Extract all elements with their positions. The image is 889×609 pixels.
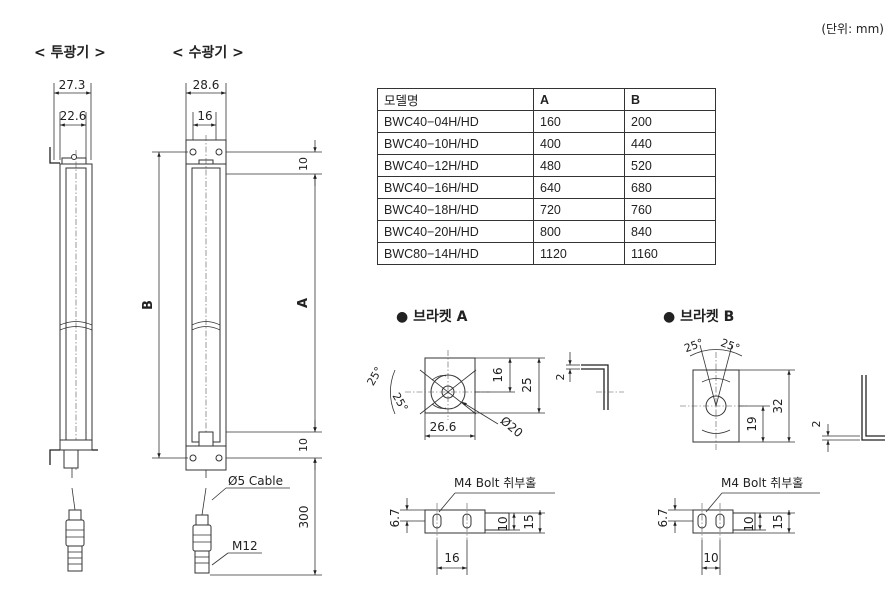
cell-a: 400 [533, 132, 625, 155]
cell-a: 160 [533, 110, 625, 133]
bracket-a-title: ● 브라켓 A [396, 308, 468, 325]
bracket-b-dim-thk: 2 [810, 421, 823, 428]
bracket-a-dim-10: 10 [496, 516, 510, 531]
bracket-a-dim-width: 26.6 [430, 420, 457, 434]
bracket-b-dim-10: 10 [742, 516, 756, 531]
cell-model: BWC40−12H/HD [377, 154, 534, 177]
cell-b: 520 [624, 154, 716, 177]
cell-a: 640 [533, 176, 625, 199]
bracket-a-dim-25: 25 [520, 377, 534, 392]
cell-a: 720 [533, 198, 625, 221]
header-model: 모델명 [377, 88, 534, 111]
bracket-b-dim-67: 6.7 [656, 508, 670, 527]
bracket-b-dim-15: 15 [771, 514, 785, 529]
emitter-dim-inner: 22.6 [60, 109, 87, 123]
receiver-connector-label: M12 [232, 539, 258, 553]
bracket-b-title: ● 브라켓 B [663, 308, 734, 325]
cell-model: BWC40−10H/HD [377, 132, 534, 155]
receiver-dim-width: 28.6 [193, 78, 220, 92]
bracket-b-angle-1: 25° [682, 336, 705, 355]
unit-note: (단위: mm) [821, 22, 884, 36]
table-header-row: 모델명 A B [377, 88, 716, 111]
header-a: A [533, 88, 625, 111]
bracket-a-dim-16b: 16 [444, 551, 459, 565]
cell-model: BWC40−20H/HD [377, 220, 534, 243]
cell-b: 760 [624, 198, 716, 221]
bracket-a-dim-67: 6.7 [388, 508, 402, 527]
cell-model: BWC40−18H/HD [377, 198, 534, 221]
bracket-a-dim-16: 16 [491, 367, 505, 382]
bracket-a-view: ● 브라켓 A 25° 25° 16 25 26.6 Ø20 [364, 308, 624, 575]
cell-model: BWC40−04H/HD [377, 110, 534, 133]
receiver-label-b: B [141, 300, 156, 310]
receiver-dim-bottom: 10 [297, 438, 310, 452]
bracket-a-angle-2: 25° [390, 391, 411, 414]
receiver-dim-inner: 16 [197, 109, 212, 123]
receiver-cable-length: 300 [297, 506, 311, 529]
cell-a: 800 [533, 220, 625, 243]
bracket-b-bolt-label: M4 Bolt 취부홀 [721, 476, 803, 490]
cell-a: 480 [533, 154, 625, 177]
receiver-view: < 수광기 > 28.6 16 [141, 44, 322, 576]
receiver-cable-label: Ø5 Cable [228, 474, 283, 488]
bracket-b-dim-19: 19 [745, 416, 759, 431]
header-b: B [624, 88, 716, 111]
bracket-b-view: ● 브라켓 B 25° 25° 19 32 2 [656, 308, 885, 575]
bracket-b-dim-32: 32 [771, 398, 785, 413]
receiver-dim-top: 10 [297, 157, 310, 171]
bracket-b-angle-2: 25° [719, 336, 742, 355]
receiver-title: < 수광기 > [172, 44, 244, 61]
emitter-view: < 투광기 > 27.3 22.6 [34, 44, 106, 572]
bracket-a-dim-15: 15 [522, 514, 536, 529]
cell-b: 440 [624, 132, 716, 155]
cell-b: 200 [624, 110, 716, 133]
cell-a: 1120 [533, 242, 625, 265]
bracket-a-angle-1: 25° [364, 365, 385, 388]
cell-b: 680 [624, 176, 716, 199]
emitter-title: < 투광기 > [34, 44, 106, 61]
bracket-a-dim-thk: 2 [554, 374, 567, 381]
cell-model: BWC40−16H/HD [377, 176, 534, 199]
cell-b: 840 [624, 220, 716, 243]
bracket-a-bolt-label: M4 Bolt 취부홀 [454, 476, 536, 490]
bracket-a-dim-dia: Ø20 [498, 414, 526, 441]
emitter-dim-width: 27.3 [59, 78, 86, 92]
cell-model: BWC80−14H/HD [377, 242, 534, 265]
bracket-b-dim-10b: 10 [703, 551, 718, 565]
cell-b: 1160 [624, 242, 716, 265]
receiver-label-a: A [296, 298, 311, 308]
